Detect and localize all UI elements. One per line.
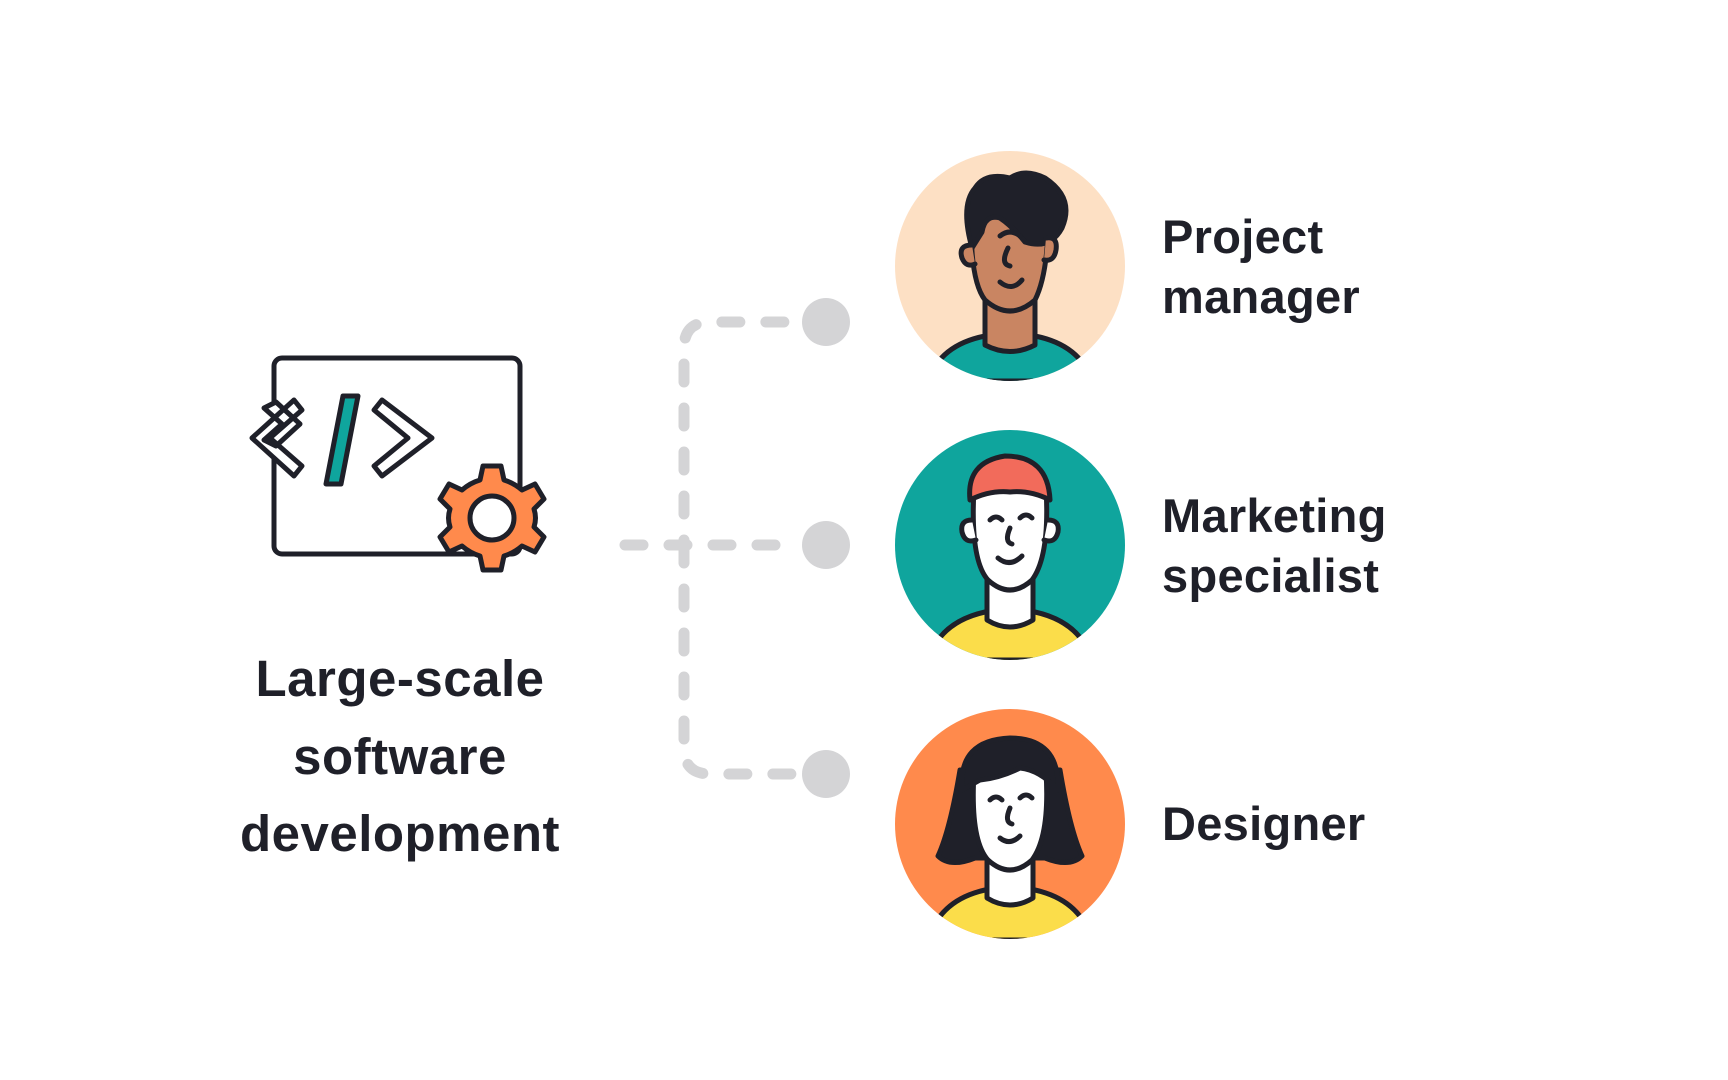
role-label-line: Designer (1162, 797, 1366, 850)
source-label-line: Large-scale (255, 650, 545, 707)
hair-top (959, 735, 1061, 793)
code-slash-icon (323, 393, 361, 487)
avatar-designer (895, 709, 1125, 939)
connector-node-project-manager (802, 298, 850, 346)
mouth (997, 833, 1023, 844)
connector-node-marketing-specialist (802, 521, 850, 569)
neck (984, 575, 1036, 630)
source-label-line: development (239, 805, 561, 863)
role-label-line: Marketing (1162, 489, 1387, 542)
nose (1004, 805, 1015, 827)
ear-right (1041, 235, 1059, 263)
connector-branch-top (678, 316, 806, 564)
eye-right (1017, 792, 1035, 801)
eye-right (1017, 512, 1035, 521)
gear-hole (467, 493, 517, 543)
ear-right (1041, 517, 1061, 544)
code-left-chevron-icon (249, 397, 305, 479)
mouth (997, 277, 1025, 289)
role-label-project-manager: Project manager (1162, 207, 1360, 327)
connector-node-designer (802, 750, 850, 798)
avatar-marketing-specialist (895, 430, 1125, 660)
source-label-line: software (293, 727, 507, 785)
eyebrow (997, 229, 1023, 239)
avatar-project-manager (895, 151, 1125, 381)
role-label-line: specialist (1162, 549, 1380, 602)
role-label-line: Project (1162, 210, 1324, 263)
connector-branch-bottom (678, 539, 806, 780)
nose (1002, 245, 1013, 269)
source-label: Large-scale software development (180, 640, 620, 873)
role-label-designer: Designer (1162, 794, 1366, 854)
hair (967, 453, 1053, 503)
connector-lines (619, 316, 806, 780)
code-right-chevron-icon (371, 397, 435, 479)
role-label-marketing-specialist: Marketing specialist (1162, 486, 1387, 606)
connector-nodes (802, 298, 850, 798)
role-label-line: manager (1162, 270, 1361, 323)
eye (987, 794, 1005, 803)
eye (987, 514, 1005, 523)
nose (1004, 525, 1015, 547)
neck (982, 297, 1038, 354)
hair (964, 170, 1069, 251)
code-window-gear-icon (249, 355, 547, 573)
ear (958, 242, 978, 268)
mouth (995, 553, 1025, 565)
ear (959, 517, 979, 544)
